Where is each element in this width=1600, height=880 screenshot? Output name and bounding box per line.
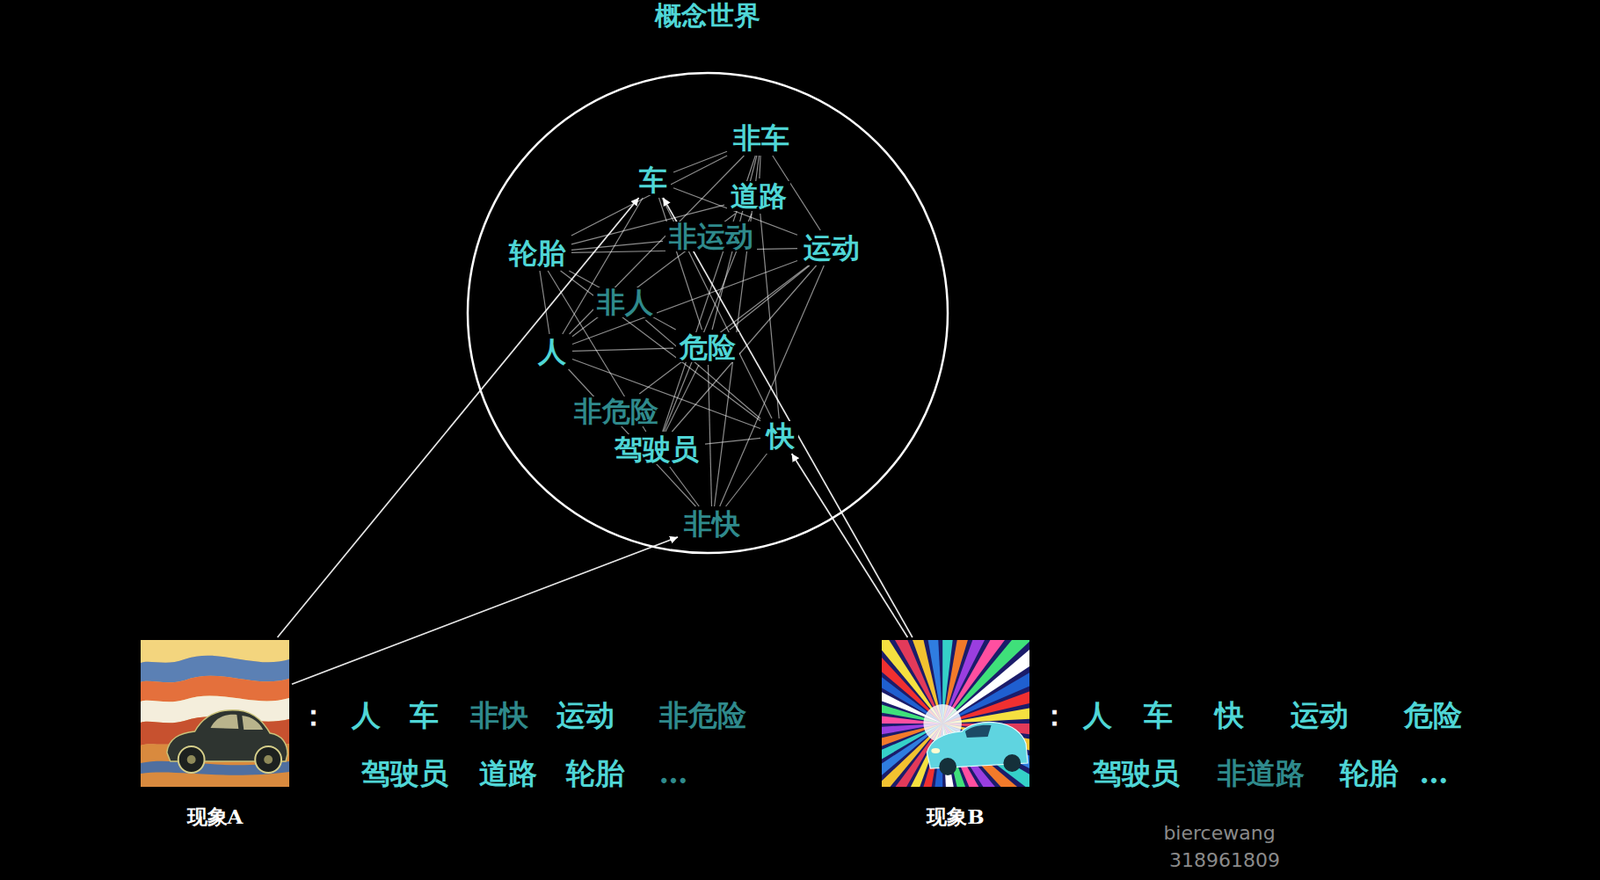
- illustration: [140, 640, 290, 787]
- mesh-line: [729, 265, 810, 330]
- attribute-word: 人: [351, 700, 381, 730]
- concept-text: 非运动: [669, 219, 754, 254]
- image-caption: 现象A: [123, 806, 307, 827]
- phenomenon-image: 现象A: [140, 640, 290, 787]
- concept-text: 快: [766, 419, 795, 453]
- attribute-word: 驾驶员: [1092, 758, 1180, 788]
- mesh-line: [760, 213, 779, 419]
- circle-line: [467, 72, 948, 553]
- concept-word: 道路: [727, 181, 791, 211]
- attribute-word: 车: [409, 700, 439, 730]
- concept-word: 非快: [680, 509, 744, 539]
- attribute-word: 非快: [470, 700, 529, 730]
- concept-word: 人: [534, 336, 570, 367]
- concept-word: 运动: [800, 232, 864, 263]
- attribute-word: 运动: [556, 700, 615, 730]
- attribute-word: 非危险: [659, 700, 747, 730]
- image-caption: 现象B: [864, 806, 1048, 827]
- attribute-word: 人: [1083, 700, 1113, 730]
- diagram-title: 概念世界: [465, 2, 950, 30]
- concept-word: 轮胎: [505, 238, 569, 269]
- concept-word: 非车: [729, 123, 793, 153]
- concept-text: 危险: [679, 330, 736, 364]
- watermark: 318961809: [1169, 850, 1280, 871]
- concept-word: 非人: [593, 287, 657, 318]
- concept-text: 人: [538, 334, 567, 369]
- mesh-line: [726, 453, 768, 507]
- mesh-line: [572, 359, 761, 430]
- mesh-line: [720, 265, 825, 507]
- concept-circle: 概念世界非车车道路非运动轮胎运动非人人危险非危险驾驶员快非快: [465, 71, 950, 555]
- attribute-word: 快: [1214, 700, 1244, 730]
- concept-text: 非人: [596, 285, 654, 320]
- mesh-line: [669, 466, 699, 507]
- mesh-line: [705, 437, 761, 444]
- attribute-word: 轮胎: [1339, 758, 1398, 788]
- mesh-line: [759, 155, 761, 179]
- concept-text: 非车: [733, 121, 790, 155]
- concept-text: 轮胎: [509, 236, 566, 270]
- concept-text: 非快: [683, 507, 741, 541]
- mesh-line: [708, 364, 713, 507]
- phenomenon-image: 现象B: [881, 640, 1030, 787]
- attribute-word: 非道路: [1217, 758, 1305, 788]
- list-colon: ：: [298, 700, 328, 730]
- attribute-word: 轮胎: [566, 758, 625, 788]
- concept-word: 车: [635, 165, 671, 196]
- concept-text: 运动: [803, 231, 860, 265]
- mesh-line: [639, 265, 808, 394]
- mesh-line: [572, 348, 674, 351]
- arrow-connector: [291, 537, 678, 684]
- circle-outline: [465, 71, 950, 555]
- mesh-line: [571, 240, 663, 250]
- mesh-line: [665, 364, 699, 432]
- concept-word: 非运动: [665, 221, 757, 252]
- attribute-word: …: [1419, 758, 1449, 788]
- arrow-connector: [792, 453, 909, 638]
- concept-text: 道路: [730, 179, 787, 213]
- mesh-line: [661, 197, 772, 419]
- illustration: [881, 640, 1030, 787]
- concept-word: 驾驶员: [610, 434, 703, 465]
- concept-word: 非危险: [570, 396, 662, 427]
- mesh-line: [671, 265, 816, 432]
- attribute-word: 危险: [1403, 700, 1462, 730]
- mesh-line: [645, 320, 761, 419]
- mesh-line: [568, 270, 676, 330]
- watermark: biercewang: [1163, 823, 1275, 844]
- concept-text: 车: [639, 163, 668, 197]
- mesh-line: [539, 270, 550, 335]
- attribute-word: 车: [1143, 700, 1173, 730]
- concept-word: 危险: [676, 332, 740, 363]
- attribute-word: 驾驶员: [361, 758, 449, 788]
- list-colon: ：: [1040, 700, 1070, 730]
- concept-word: 快: [763, 421, 799, 451]
- concept-text: 非危险: [574, 394, 659, 429]
- attribute-word: 道路: [479, 758, 538, 788]
- attribute-word: 运动: [1290, 700, 1349, 730]
- attribute-word: …: [659, 758, 689, 788]
- concept-text: 驾驶员: [614, 432, 699, 466]
